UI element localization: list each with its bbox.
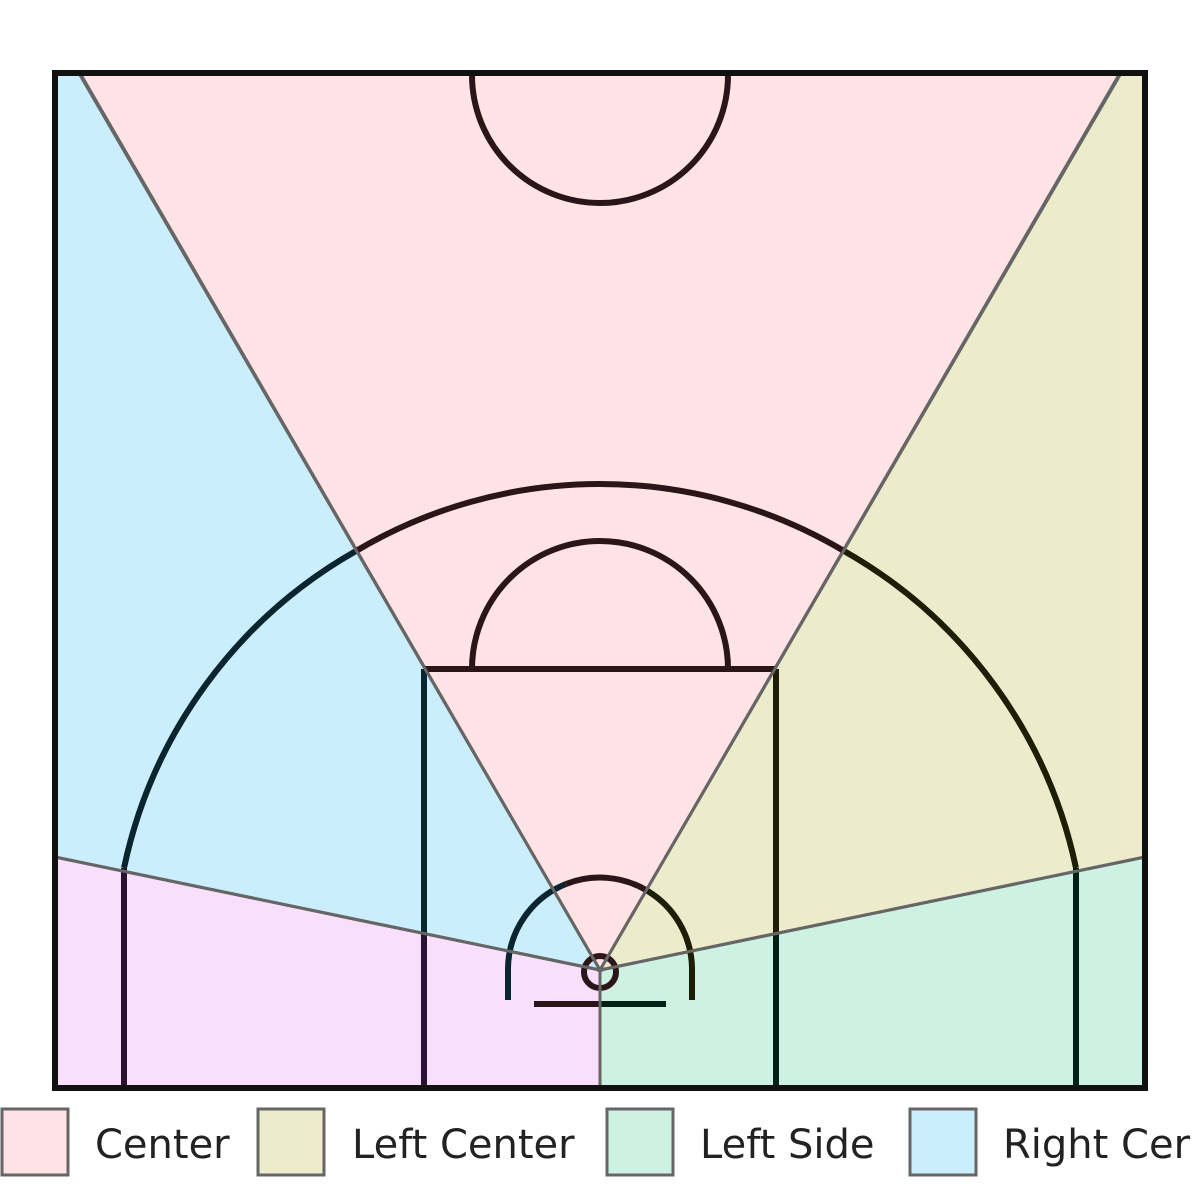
legend-key-center [0, 1107, 70, 1177]
three-point-arc-right-center [121, 548, 358, 869]
legend-label-left-center: Left Center [352, 1122, 575, 1168]
legend-key-left-side [605, 1107, 675, 1177]
boundary-center-left [598, 74, 1122, 971]
legend-label-center: Center [95, 1122, 230, 1168]
boundary-left-side [599, 855, 1146, 972]
legend-label-right-center: Right Cer [1003, 1122, 1191, 1168]
three-point-arc-center [354, 481, 846, 554]
legend-label-left-side: Left Side [700, 1122, 874, 1168]
center-circle [469, 74, 731, 206]
legend: Center Left Center Left Side Right Cer [0, 1107, 1191, 1177]
legend-key-left-center [256, 1107, 326, 1177]
court-markings [121, 74, 1079, 1086]
zones [53, 71, 1147, 1090]
legend-key-right-center [908, 1107, 978, 1177]
boundary-center-right [78, 74, 602, 971]
zone-boundaries [54, 74, 1146, 1088]
three-point-arc-left-center [842, 548, 1079, 869]
court-outline [52, 70, 1148, 1091]
restricted-arc-left [644, 887, 695, 1000]
restricted-arc-center [564, 874, 648, 893]
free-throw-circle [469, 538, 731, 670]
boundary-right-side [54, 855, 601, 972]
